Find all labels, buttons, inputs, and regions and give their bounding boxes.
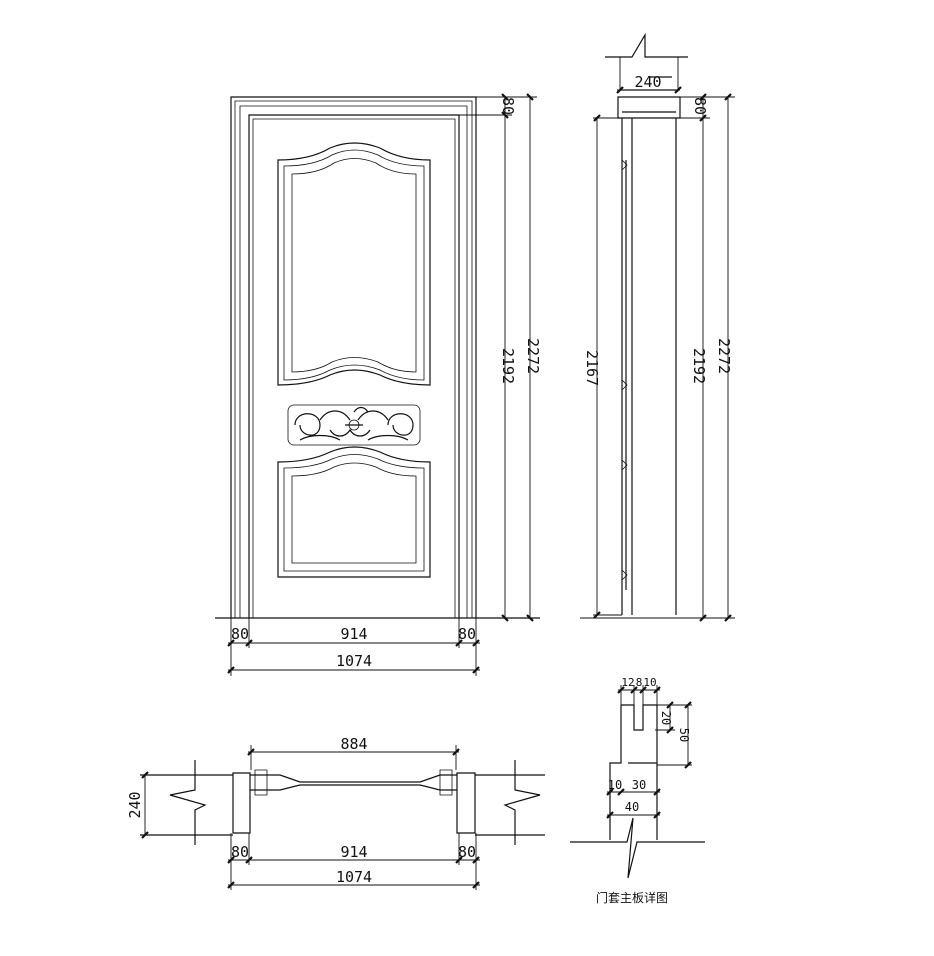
dim-side-door-leaf: 2167 xyxy=(583,350,601,386)
dim-front-opening: 914 xyxy=(340,625,367,643)
carving-ornament xyxy=(287,404,421,446)
dim-plan-width-total: 1074 xyxy=(336,868,372,886)
dim-front-top-frame: 80 xyxy=(499,97,517,115)
dim-side-depth: 240 xyxy=(634,73,661,91)
dim-side-height-total: 2272 xyxy=(715,338,733,374)
frame-board-detail: 12 8 10 20 50 10 30 40 门套主板详图 xyxy=(570,676,705,905)
dim-detail-body: 30 xyxy=(632,778,646,792)
side-view: 240 80 2167 2192 2272 xyxy=(580,32,735,622)
front-view: 80 2192 2272 80 914 80 1074 xyxy=(215,93,542,676)
dim-front-left-frame: 80 xyxy=(231,625,249,643)
dim-detail-a: 12 xyxy=(621,676,634,689)
dim-detail-lip: 10 xyxy=(608,778,622,792)
dim-detail-c: 10 xyxy=(643,676,656,689)
detail-caption: 门套主板详图 xyxy=(596,890,668,905)
dim-plan-leaf-width: 884 xyxy=(340,735,367,753)
dim-side-top-frame: 80 xyxy=(691,97,709,115)
dim-plan-opening: 914 xyxy=(340,843,367,861)
dim-front-right-frame: 80 xyxy=(458,625,476,643)
dim-plan-wall: 240 xyxy=(126,791,144,818)
dim-side-height-inner: 2192 xyxy=(690,348,708,384)
plan-view: 884 240 80 914 80 1074 xyxy=(126,735,545,890)
dim-detail-height: 50 xyxy=(677,728,691,742)
dim-front-width-total: 1074 xyxy=(336,652,372,670)
dim-front-height-inner: 2192 xyxy=(499,348,517,384)
dim-front-height-total: 2272 xyxy=(524,338,542,374)
dim-plan-right-frame: 80 xyxy=(458,843,476,861)
dim-plan-left-frame: 80 xyxy=(231,843,249,861)
dim-detail-b: 8 xyxy=(636,676,643,689)
dim-detail-groove: 20 xyxy=(659,711,673,725)
dim-detail-width: 40 xyxy=(625,800,639,814)
